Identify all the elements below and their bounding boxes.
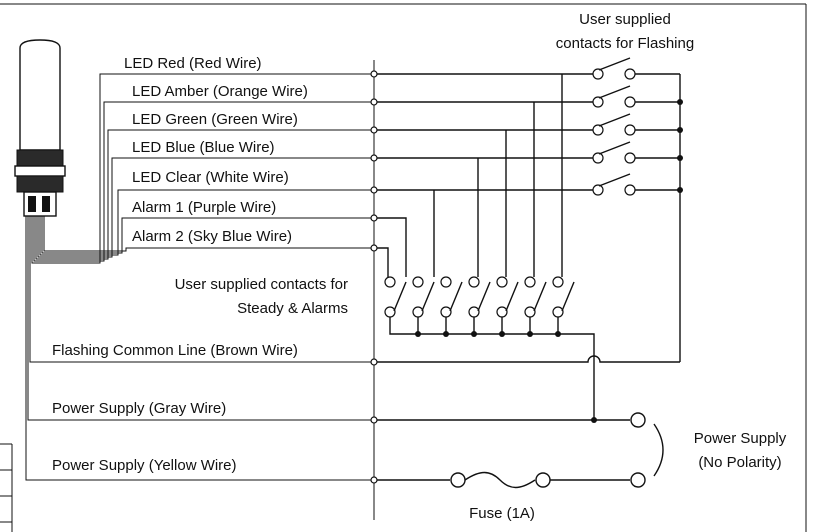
wire-label-led-red: LED Red (Red Wire) bbox=[124, 55, 262, 72]
cable-bundle bbox=[25, 73, 374, 481]
flashing-contacts-label-2: contacts for Flashing bbox=[556, 35, 694, 52]
steady-contacts bbox=[384, 276, 575, 318]
signal-tower bbox=[14, 39, 66, 217]
power-gray-wire bbox=[377, 412, 646, 428]
wire-label-led-clear: LED Clear (White Wire) bbox=[132, 169, 289, 186]
power-yellow-wire bbox=[377, 471, 646, 489]
wire-label-led-amber: LED Amber (Orange Wire) bbox=[132, 83, 308, 100]
wire-label-alarm-2: Alarm 2 (Sky Blue Wire) bbox=[132, 228, 292, 245]
power-gray-label: Power Supply (Gray Wire) bbox=[52, 400, 226, 417]
power-supply-bracket bbox=[653, 423, 664, 477]
common-line-label: Flashing Common Line (Brown Wire) bbox=[52, 342, 298, 359]
fuse-label: Fuse (1A) bbox=[469, 505, 535, 522]
wire-label-led-blue: LED Blue (Blue Wire) bbox=[132, 139, 275, 156]
steady-contacts-label-2: Steady & Alarms bbox=[237, 300, 348, 317]
power-supply-label-1: Power Supply bbox=[694, 430, 787, 447]
steady-verticals bbox=[433, 74, 563, 277]
flashing-common-bus bbox=[635, 73, 683, 362]
steady-contacts-label-1: User supplied contacts for bbox=[175, 276, 348, 293]
steady-common-bus bbox=[389, 317, 595, 420]
flashing-contacts-label-1: User supplied bbox=[579, 11, 671, 28]
led-lines bbox=[377, 73, 594, 277]
wire-label-led-green: LED Green (Green Wire) bbox=[132, 111, 298, 128]
table-fragment bbox=[0, 443, 13, 532]
power-yellow-label: Power Supply (Yellow Wire) bbox=[52, 457, 237, 474]
wire-label-alarm-1: Alarm 1 (Purple Wire) bbox=[132, 199, 276, 216]
common-line-wire bbox=[377, 355, 680, 363]
flashing-contacts bbox=[592, 57, 636, 196]
power-supply-label-2: (No Polarity) bbox=[698, 454, 781, 471]
